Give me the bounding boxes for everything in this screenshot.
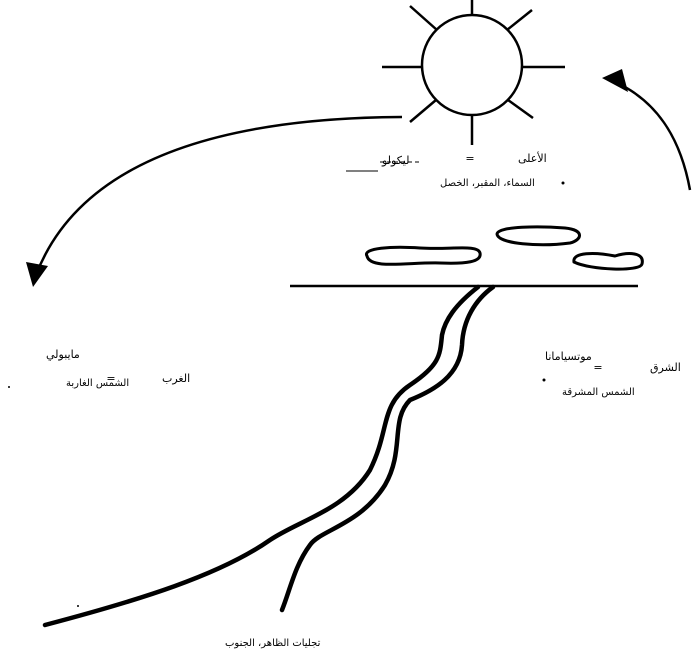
equals-icon: =: [465, 152, 474, 165]
speck: [543, 379, 546, 382]
top-direction: الأعلى: [518, 151, 547, 165]
west-description: الشمس الغاربة: [66, 378, 129, 389]
cloud-left: [366, 247, 480, 264]
sun-icon: [382, 0, 565, 145]
river-right-bank: [282, 287, 493, 610]
top-term: ليكولو: [381, 154, 409, 167]
top-label-group: ليكولو = الأعلى السماء، المقبر، الخصل: [346, 151, 547, 189]
east-term: موتسيامانا: [545, 350, 592, 363]
clouds: [366, 227, 642, 269]
equals-icon: =: [593, 361, 602, 374]
river-left-bank: [45, 287, 478, 625]
speck: [562, 182, 565, 185]
east-arc-arrow: [602, 69, 690, 190]
east-description: الشمس المشرقة: [562, 387, 635, 398]
east-label-group: موتسيامانا = الشرق الشمس المشرقة: [545, 350, 681, 398]
west-direction: الغرب: [162, 372, 190, 385]
speck: [77, 605, 79, 607]
south-description: تجليات الظاهر، الجنوب: [225, 638, 321, 649]
east-direction: الشرق: [650, 361, 681, 374]
cloud-middle: [497, 227, 580, 245]
top-description: السماء، المقبر، الخصل: [440, 178, 535, 189]
cloud-right: [574, 254, 642, 270]
west-label-group: مايبولي الغرب = الشمس الغاربة: [46, 348, 190, 389]
west-arc-arrow: [26, 117, 402, 287]
river: [45, 287, 493, 625]
west-term: مايبولي: [46, 348, 80, 361]
speck: [8, 386, 10, 388]
